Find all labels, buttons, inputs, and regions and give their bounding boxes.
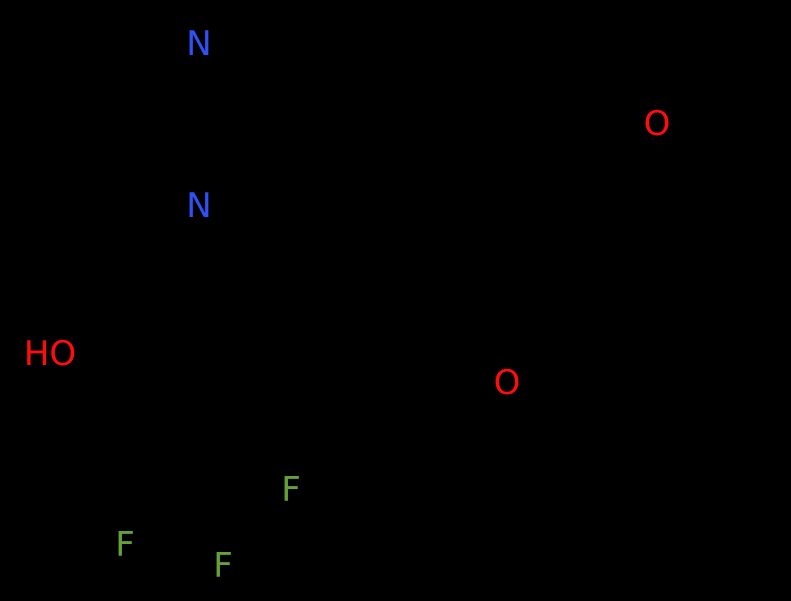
- atom-label-hydroxyl: HO: [23, 334, 77, 374]
- atom-label-o2: O: [493, 363, 521, 403]
- atom-label-n1: N: [186, 24, 212, 64]
- atom-label-n2: N: [186, 186, 212, 226]
- atom-label-f1: F: [281, 470, 301, 510]
- atom-label-f2: F: [115, 525, 135, 565]
- atom-label-f3: F: [213, 546, 233, 586]
- atom-label-o1: O: [643, 104, 671, 144]
